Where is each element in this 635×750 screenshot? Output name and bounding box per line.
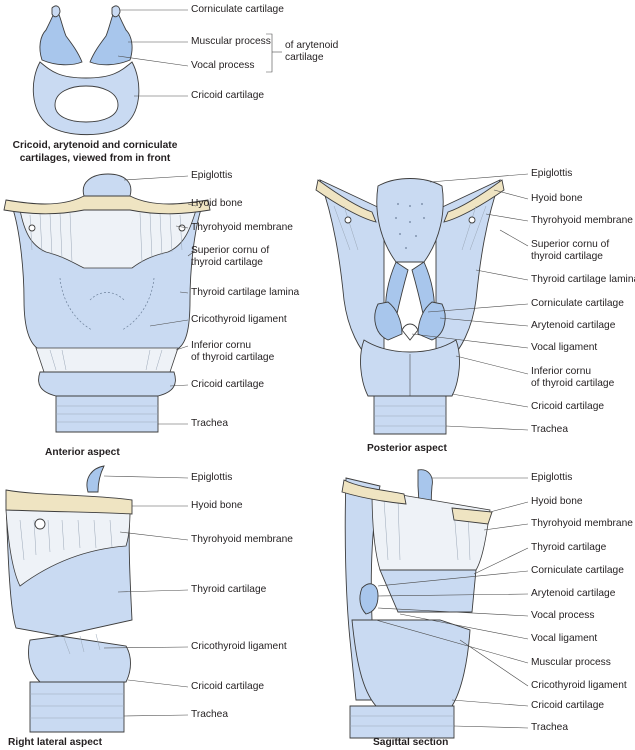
posterior-label-thyroid-lamina: Thyroid cartilage lamina xyxy=(531,274,635,285)
sagittal-label-thyrohyoid-membrane: Thyrohyoid membrane xyxy=(531,518,633,529)
lateral-aspect-drawing xyxy=(5,465,189,733)
anterior-label-epiglottis: Epiglottis xyxy=(191,170,233,181)
anterior-label-cricothyroid-ligament: Cricothyroid ligament xyxy=(191,314,287,325)
lateral-label-trachea: Trachea xyxy=(191,709,228,720)
sagittal-label-vocal-process: Vocal process xyxy=(531,610,595,621)
anterior-label-superior-cornu-1: Superior cornu of xyxy=(191,245,270,256)
sagittal-label-hyoid: Hyoid bone xyxy=(531,496,583,507)
sagittal-caption: Sagittal section xyxy=(373,737,449,748)
lateral-label-cricothyroid-ligament: Cricothyroid ligament xyxy=(191,641,287,652)
posterior-label-vocal-ligament: Vocal ligament xyxy=(531,342,598,353)
posterior-label-thyrohyoid-membrane: Thyrohyoid membrane xyxy=(531,215,633,226)
lateral-label-thyrohyoid-membrane: Thyrohyoid membrane xyxy=(191,534,293,545)
posterior-aspect-drawing xyxy=(315,173,529,435)
posterior-label-superior-cornu-2: thyroid cartilage xyxy=(531,251,603,262)
anterior-label-superior-cornu-2: thyroid cartilage xyxy=(191,257,263,268)
top-label-cricoid: Cricoid cartilage xyxy=(191,90,265,101)
anterior-label-thyroid-lamina: Thyroid cartilage lamina xyxy=(191,287,300,298)
top-caption-line1: Cricoid, arytenoid and corniculate xyxy=(12,140,178,151)
anterior-aspect-drawing xyxy=(3,173,211,433)
sagittal-label-muscular-process: Muscular process xyxy=(531,657,611,668)
top-label-vocal-process: Vocal process xyxy=(191,60,255,71)
posterior-label-arytenoid: Arytenoid cartilage xyxy=(531,320,616,331)
sagittal-section-drawing xyxy=(341,469,529,739)
lateral-label-hyoid: Hyoid bone xyxy=(191,500,243,511)
sagittal-label-cricothyroid-ligament: Cricothyroid ligament xyxy=(531,680,627,691)
top-label-corniculate: Corniculate cartilage xyxy=(191,4,284,15)
posterior-label-cricoid: Cricoid cartilage xyxy=(531,401,605,412)
lateral-label-thyroid: Thyroid cartilage xyxy=(191,584,267,595)
posterior-label-inferior-cornu-2: of thyroid cartilage xyxy=(531,378,615,389)
top-label-muscular-process: Muscular process xyxy=(191,36,271,47)
sagittal-label-epiglottis: Epiglottis xyxy=(531,472,573,483)
lateral-caption: Right lateral aspect xyxy=(8,737,102,748)
anterior-label-inferior-cornu-2: of thyroid cartilage xyxy=(191,352,275,363)
sagittal-label-trachea: Trachea xyxy=(531,722,568,733)
sagittal-label-cricoid: Cricoid cartilage xyxy=(531,700,605,711)
sagittal-label-thyroid: Thyroid cartilage xyxy=(531,542,607,553)
posterior-label-inferior-cornu-1: Inferior cornu xyxy=(531,366,592,377)
posterior-label-superior-cornu-1: Superior cornu of xyxy=(531,239,610,250)
posterior-label-trachea: Trachea xyxy=(531,424,568,435)
anterior-label-hyoid: Hyoid bone xyxy=(191,198,243,209)
posterior-label-hyoid: Hyoid bone xyxy=(531,193,583,204)
top-label-of-arytenoid-2: cartilage xyxy=(285,52,324,63)
anterior-label-thyrohyoid-membrane: Thyrohyoid membrane xyxy=(191,222,293,233)
sagittal-label-arytenoid: Arytenoid cartilage xyxy=(531,588,616,599)
anterior-label-inferior-cornu-1: Inferior cornu xyxy=(191,340,252,351)
anterior-label-cricoid: Cricoid cartilage xyxy=(191,379,265,390)
anterior-label-trachea: Trachea xyxy=(191,418,228,429)
posterior-label-epiglottis: Epiglottis xyxy=(531,168,573,179)
posterior-label-corniculate: Corniculate cartilage xyxy=(531,298,624,309)
top-cricoid-arytenoid-drawing xyxy=(32,5,282,136)
posterior-caption: Posterior aspect xyxy=(367,443,447,454)
lateral-label-epiglottis: Epiglottis xyxy=(191,472,233,483)
top-caption-line2: cartilages, viewed from in front xyxy=(19,153,171,164)
sagittal-label-vocal-ligament: Vocal ligament xyxy=(531,633,598,644)
anterior-caption: Anterior aspect xyxy=(45,447,120,458)
top-label-of-arytenoid-1: of arytenoid xyxy=(285,40,339,51)
sagittal-label-corniculate: Corniculate cartilage xyxy=(531,565,624,576)
lateral-label-cricoid: Cricoid cartilage xyxy=(191,681,265,692)
